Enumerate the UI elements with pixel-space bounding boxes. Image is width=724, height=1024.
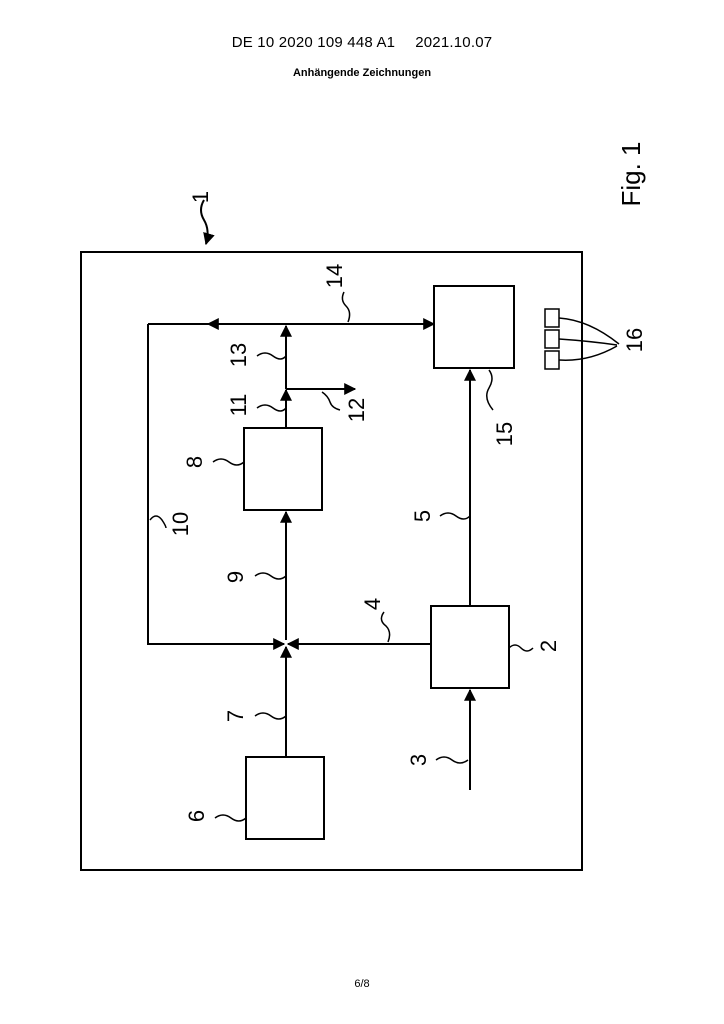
ref-label-10: 10 bbox=[168, 512, 193, 536]
element-16-a bbox=[545, 309, 559, 327]
block-8 bbox=[244, 428, 322, 510]
leader-11 bbox=[257, 405, 286, 411]
line-10 bbox=[148, 324, 284, 644]
ref-label-5: 5 bbox=[410, 510, 435, 522]
page-number: 6/8 bbox=[0, 978, 724, 990]
leader-14 bbox=[342, 292, 349, 322]
leader-16-c bbox=[559, 346, 617, 360]
ref-label-4: 4 bbox=[360, 598, 385, 610]
leader-10 bbox=[150, 516, 166, 528]
system-frame bbox=[81, 252, 582, 870]
leader-9 bbox=[255, 573, 286, 579]
ref-label-7: 7 bbox=[223, 710, 248, 722]
element-16-c bbox=[545, 351, 559, 369]
leader-2 bbox=[509, 645, 533, 651]
block-6 bbox=[246, 757, 324, 839]
ref-label-1: 1 bbox=[188, 191, 213, 203]
ref-label-6: 6 bbox=[184, 810, 209, 822]
leader-4 bbox=[381, 612, 389, 642]
ref-label-3: 3 bbox=[406, 754, 431, 766]
ref-label-13: 13 bbox=[226, 343, 251, 367]
leader-8 bbox=[213, 459, 244, 465]
leader-16-b bbox=[559, 339, 617, 345]
leader-13 bbox=[257, 353, 286, 359]
ref-arrow-1 bbox=[201, 200, 208, 244]
block-2 bbox=[431, 606, 509, 688]
ref-label-16: 16 bbox=[622, 328, 647, 352]
ref-label-9: 9 bbox=[223, 571, 248, 583]
leader-5 bbox=[440, 513, 470, 519]
ref-label-2: 2 bbox=[536, 640, 561, 652]
ref-label-12: 12 bbox=[344, 398, 369, 422]
leader-15 bbox=[487, 370, 493, 410]
leader-6 bbox=[215, 815, 246, 821]
figure-caption: Fig. 1 bbox=[616, 141, 646, 206]
ref-label-14: 14 bbox=[322, 264, 347, 288]
ref-label-11: 11 bbox=[226, 394, 251, 417]
leader-3 bbox=[436, 757, 468, 763]
leader-7 bbox=[255, 713, 286, 719]
element-16-b bbox=[545, 330, 559, 348]
ref-label-8: 8 bbox=[182, 456, 207, 468]
ref-label-15: 15 bbox=[492, 422, 517, 446]
block-15 bbox=[434, 286, 514, 368]
leader-12 bbox=[322, 392, 340, 410]
